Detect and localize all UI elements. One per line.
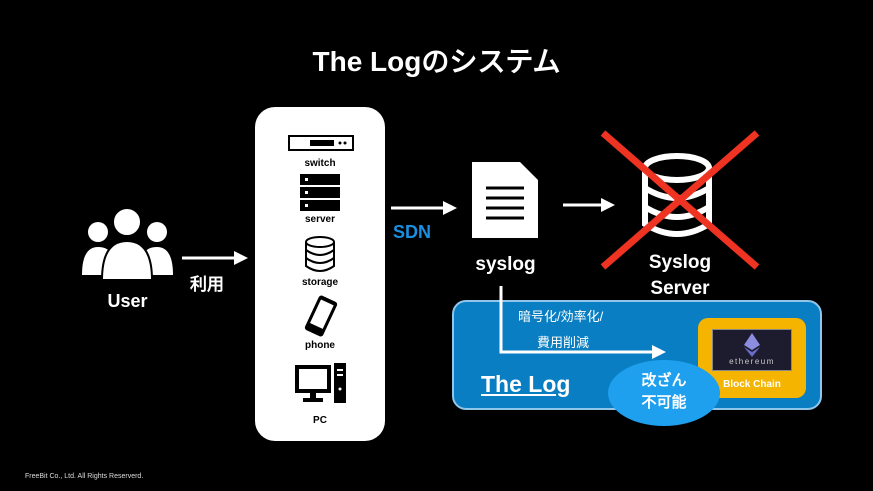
blockchain-label: Block Chain	[723, 379, 781, 390]
device-panel: switch server storage phone PC	[255, 107, 385, 441]
storage-icon	[305, 236, 335, 272]
flow-arrow-icon	[499, 286, 666, 359]
arrow-icon	[182, 251, 248, 265]
switch-icon	[288, 135, 354, 151]
phone-icon	[304, 295, 338, 337]
users-icon	[82, 207, 173, 280]
use-label: 利用	[190, 275, 224, 294]
device-label: phone	[305, 340, 335, 351]
document-icon	[472, 162, 538, 238]
tamper-proof-badge: 改ざん不可能	[608, 360, 720, 426]
tamper-line2: 不可能	[641, 394, 687, 411]
arrow-icon	[391, 201, 457, 215]
slide-title: The Logのシステム	[312, 46, 561, 77]
ethereum-logo: ethereum	[712, 329, 792, 371]
device-label: storage	[301, 277, 339, 288]
tamper-line1: 改ざん	[641, 372, 687, 389]
benefit-line2: 費用削減	[537, 335, 590, 350]
footer-copyright: FreeBit Co., Ltd. All Rights Reserverd.	[25, 473, 144, 480]
ethereum-icon	[744, 333, 760, 357]
cross-icon	[600, 130, 760, 270]
ethereum-text: ethereum	[729, 357, 775, 366]
user-label: User	[107, 291, 148, 311]
benefit-line1: 暗号化/効率化/	[518, 309, 604, 324]
server-icon	[300, 174, 340, 211]
arrow-icon	[563, 198, 615, 212]
device-label: switch	[304, 158, 336, 169]
syslog-label: syslog	[475, 254, 536, 275]
sdn-label: SDN	[393, 222, 432, 242]
syslog-server-line2: Server	[650, 278, 710, 299]
the-log-title: The Log	[481, 371, 571, 397]
device-label: PC	[313, 415, 327, 426]
pc-icon	[295, 363, 346, 403]
device-label: server	[304, 214, 336, 225]
syslog-server-line1: Syslog	[648, 252, 712, 273]
